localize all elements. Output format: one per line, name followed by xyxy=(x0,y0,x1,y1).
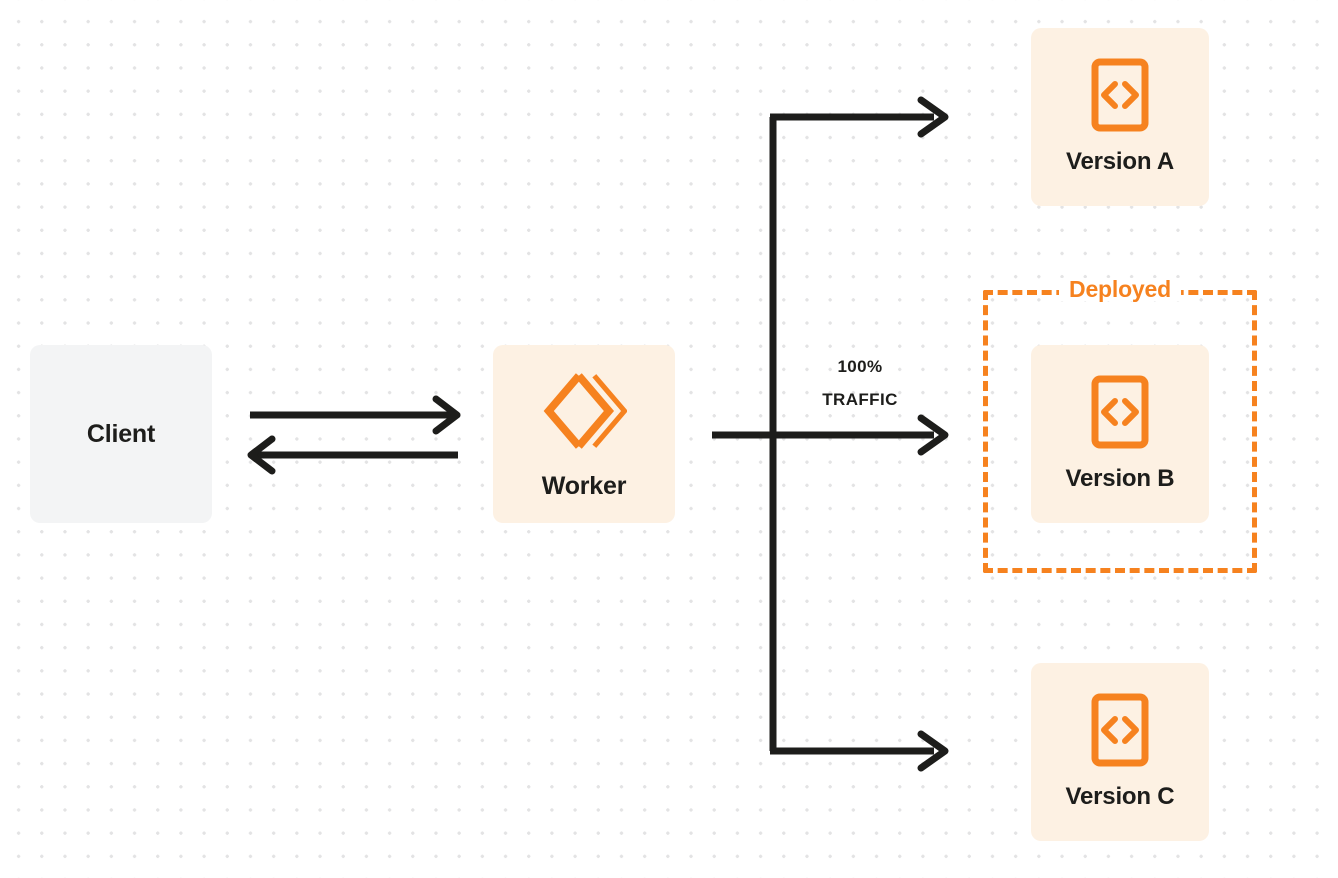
node-version-a-label: Version A xyxy=(1065,148,1175,175)
node-version-c[interactable]: Version C xyxy=(1031,663,1209,841)
node-worker[interactable]: Worker xyxy=(493,345,675,523)
traffic-word: TRAFFIC xyxy=(822,390,898,410)
arrow-worker-to-client xyxy=(247,435,458,475)
cloudflare-workers-logo-icon xyxy=(541,368,628,454)
code-document-icon xyxy=(1091,375,1149,449)
arrow-to-version-b xyxy=(712,414,949,456)
code-document-icon xyxy=(1091,693,1149,767)
arrow-to-version-c xyxy=(770,730,949,772)
node-version-c-label: Version C xyxy=(1065,783,1175,810)
node-version-a[interactable]: Version A xyxy=(1031,28,1209,206)
traffic-percent: 100% xyxy=(837,357,883,376)
code-document-icon xyxy=(1091,58,1149,132)
node-version-b-label: Version B xyxy=(1065,465,1175,492)
arrow-client-to-worker xyxy=(250,395,461,435)
arrow-to-version-a xyxy=(770,96,949,138)
deployed-group-container: Deployed xyxy=(983,278,1257,573)
traffic-label: 100% TRAFFIC xyxy=(795,350,925,416)
node-client[interactable]: Client xyxy=(30,345,212,523)
deployed-group-label: Deployed xyxy=(1059,278,1181,302)
node-client-label: Client xyxy=(86,419,156,448)
node-version-b[interactable]: Version B xyxy=(1031,345,1209,523)
node-worker-label: Worker xyxy=(541,471,627,500)
